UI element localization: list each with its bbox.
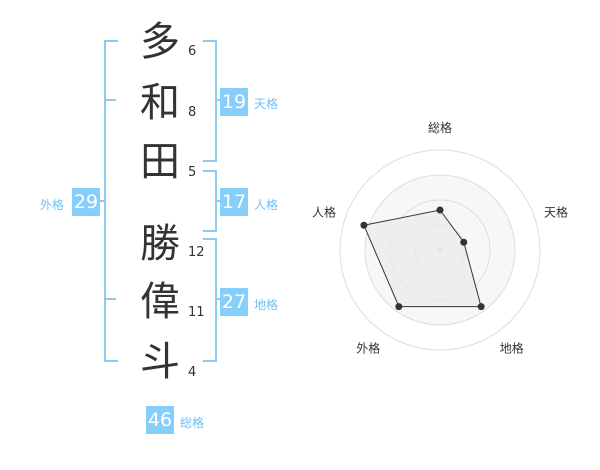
radar-point-2 (460, 238, 468, 246)
soukaku-badge: 46 (146, 406, 174, 434)
radar-point-5 (360, 221, 368, 229)
chikaku-label: 地格 (254, 298, 279, 312)
radar-axis-label-4: 外格 (356, 341, 380, 356)
radar-point-4 (395, 303, 403, 311)
name-char-2: 和 (140, 80, 180, 126)
soukaku-label: 総格 (180, 416, 205, 430)
stroke-count-3: 5 (188, 165, 197, 180)
bracket-divider-2 (104, 298, 116, 300)
gaikaku-label: 外格 (40, 198, 65, 212)
radar-axis-label-1: 総格 (428, 120, 452, 135)
radar-axis-label-2: 天格 (544, 204, 568, 219)
stroke-count-2: 8 (188, 105, 197, 120)
tenkaku-badge: 19 (220, 88, 248, 116)
chikaku-badge: 27 (220, 288, 248, 316)
name-char-1: 多 (140, 19, 180, 65)
stroke-count-6: 4 (188, 365, 197, 380)
radar-point-3 (477, 303, 485, 311)
radar-data-polygon (363, 209, 482, 308)
radar-point-1 (436, 206, 444, 214)
stroke-count-4: 12 (188, 245, 205, 260)
jinkaku-bracket (203, 170, 217, 232)
gaikaku-badge: 29 (72, 188, 100, 216)
stroke-count-1: 6 (188, 44, 197, 59)
name-char-3: 田 (140, 139, 180, 185)
name-char-4: 勝 (140, 221, 180, 267)
name-char-6: 斗 (140, 339, 180, 385)
radar-axis-label-3: 地格 (500, 341, 524, 356)
tenkaku-bracket (203, 40, 217, 162)
name-char-5: 偉 (140, 279, 180, 325)
gaikaku-bracket (104, 40, 118, 362)
radar-axis-label-5: 人格 (312, 204, 336, 219)
jinkaku-badge: 17 (220, 188, 248, 216)
stroke-count-5: 11 (188, 305, 205, 320)
jinkaku-label: 人格 (254, 198, 279, 212)
bracket-divider-1 (104, 99, 116, 101)
radar-points (360, 206, 485, 311)
tenkaku-label: 天格 (254, 97, 279, 111)
chikaku-bracket (203, 238, 217, 362)
